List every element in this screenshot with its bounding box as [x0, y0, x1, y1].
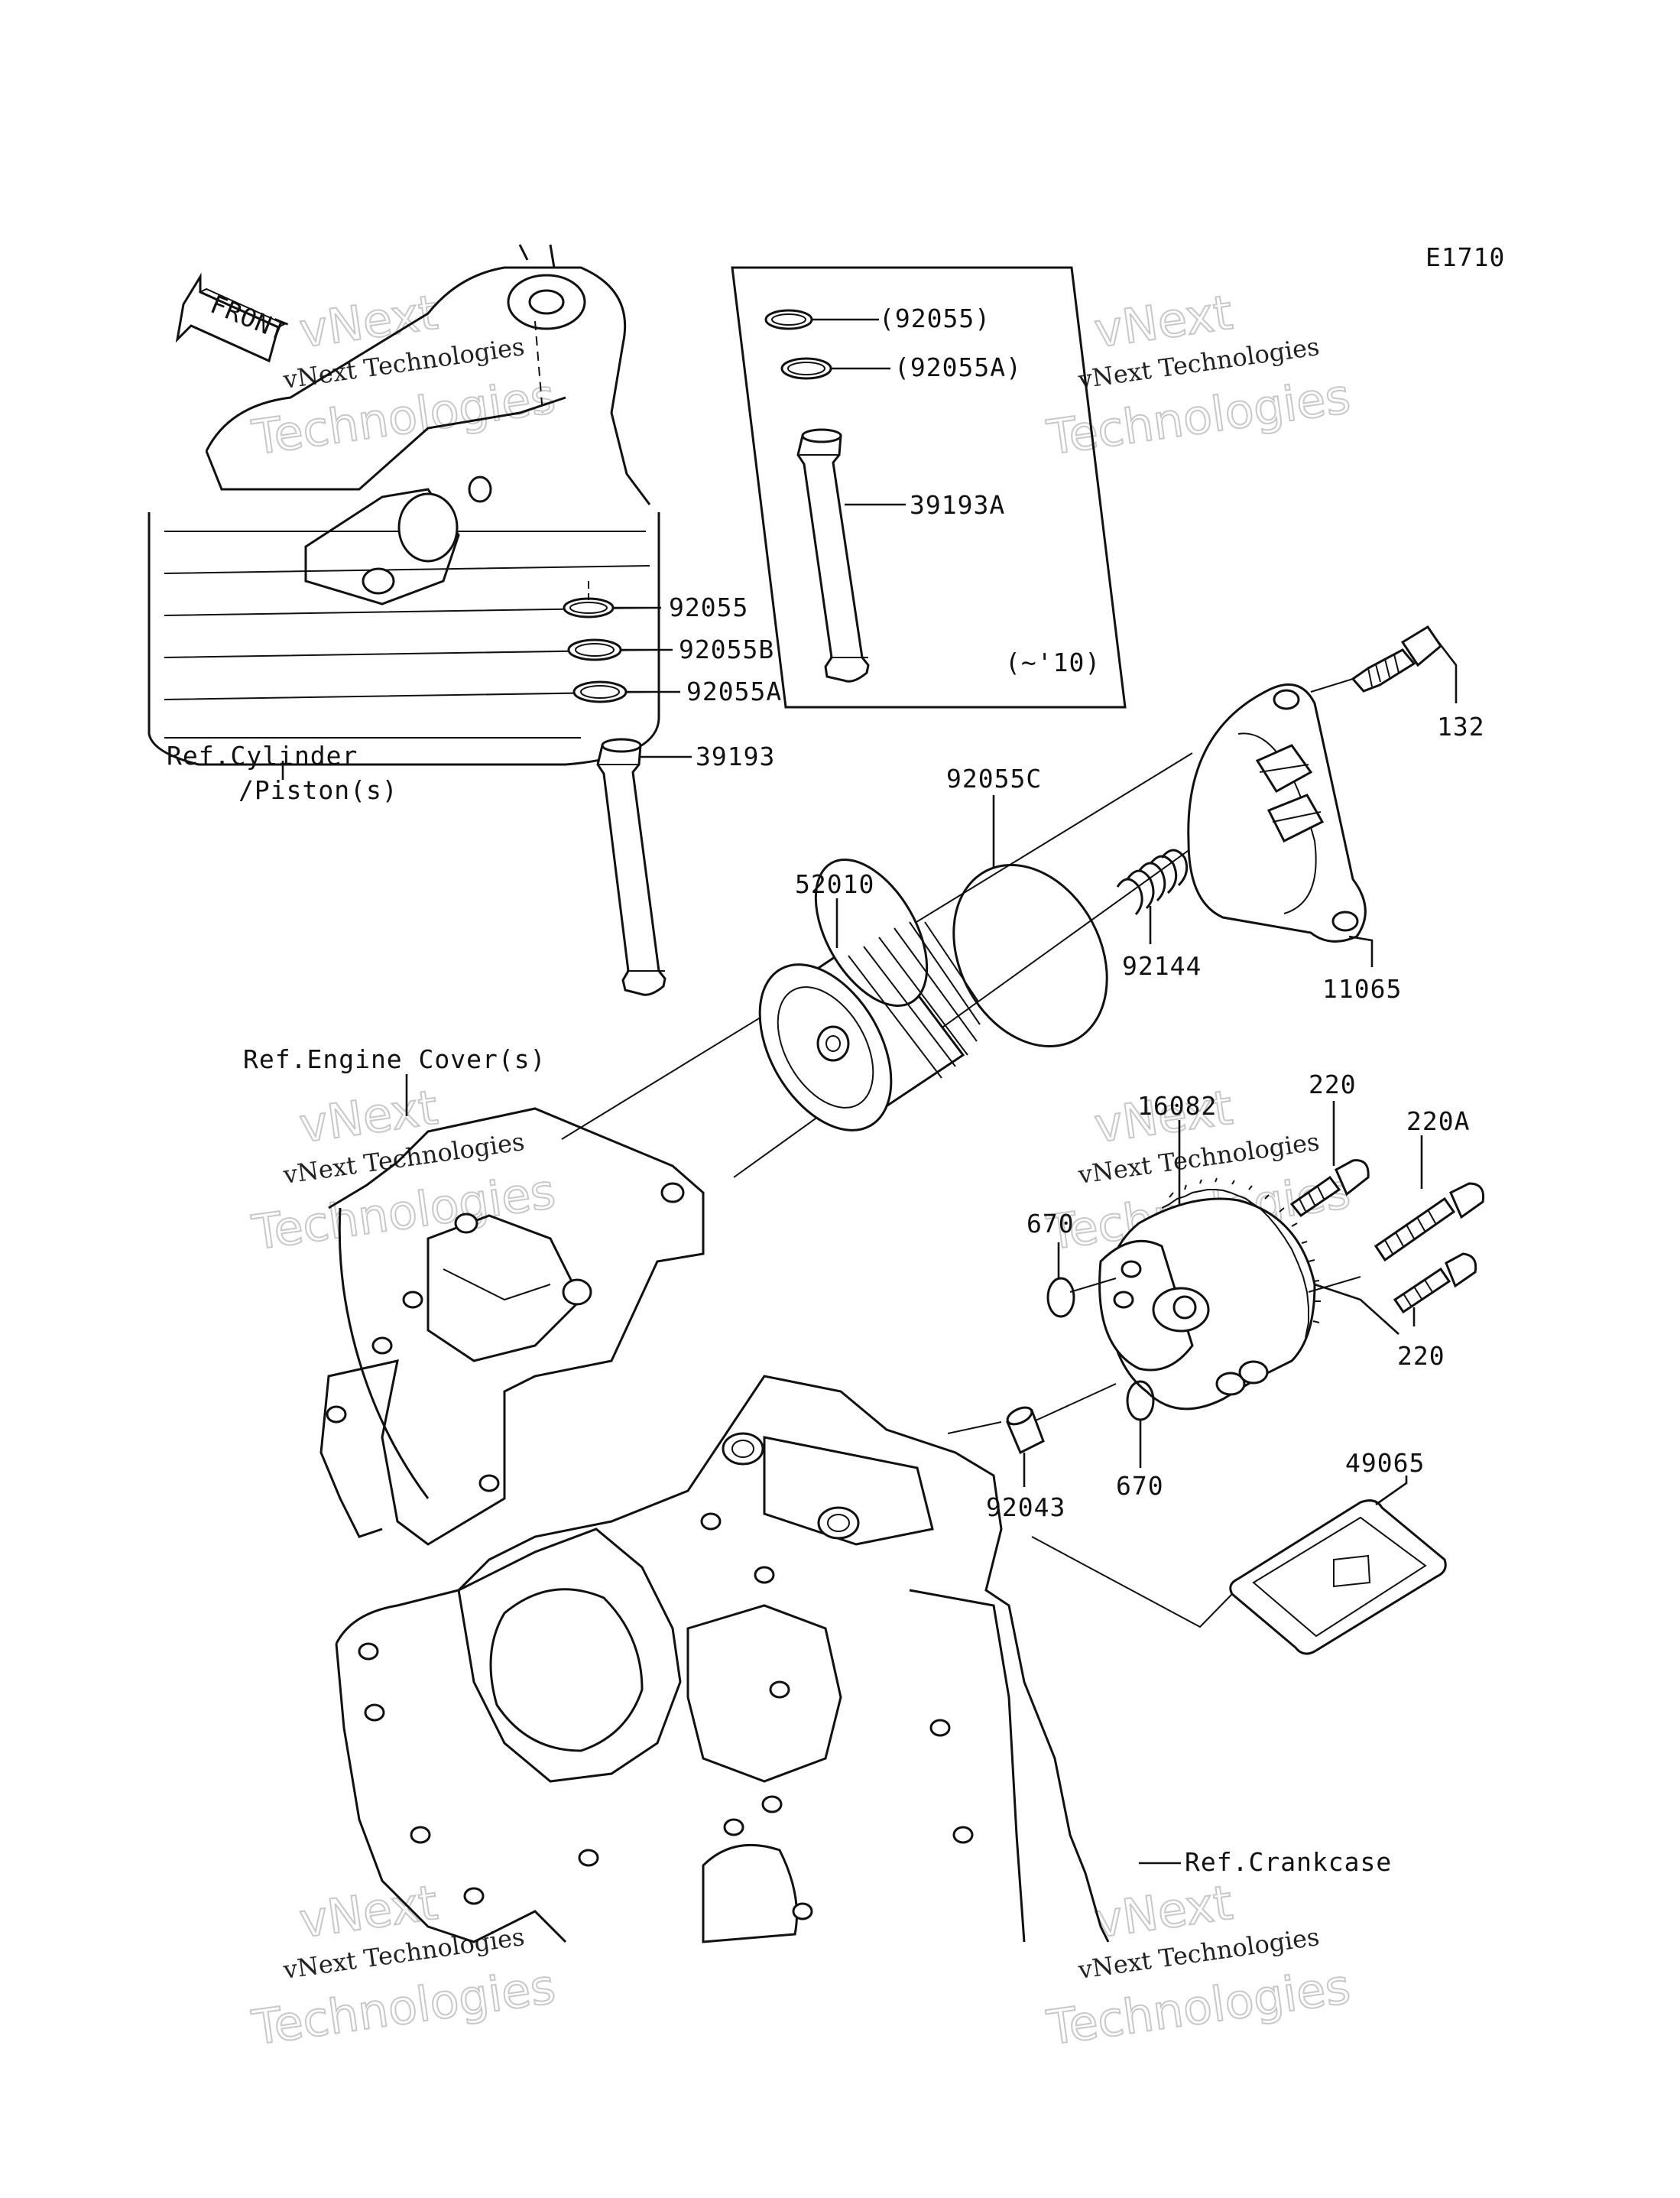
part-92055A: 92055A	[686, 677, 782, 706]
bolt-220-bottom	[1393, 1252, 1477, 1314]
ref-crankcase-label: Ref.Crankcase	[1185, 1847, 1392, 1877]
part-670-bottom: 670	[1116, 1471, 1164, 1501]
part-92055A-paren: (92055A)	[894, 352, 1022, 382]
part-16082: 16082	[1137, 1091, 1217, 1121]
oring-92055A	[572, 680, 628, 703]
part-220A: 220A	[1406, 1106, 1470, 1136]
inset-box: (92055) (92055A) 39193A (~'10)	[731, 266, 1127, 709]
part-92055: 92055	[669, 593, 748, 622]
pipe-39193	[596, 738, 666, 996]
oil-pump-16082	[1098, 1177, 1321, 1411]
part-92144: 92144	[1122, 951, 1202, 981]
part-670-top: 670	[1026, 1209, 1075, 1239]
screen-mesh	[1333, 1554, 1371, 1588]
part-220-bottom: 220	[1397, 1341, 1445, 1371]
part-220-top: 220	[1309, 1070, 1357, 1099]
oil-filter-52010	[758, 859, 981, 1131]
dowel-92043	[1006, 1406, 1045, 1455]
oring-92055C	[952, 863, 1108, 1048]
part-92055B: 92055B	[679, 635, 774, 664]
part-132: 132	[1437, 712, 1485, 742]
part-11065: 11065	[1322, 974, 1402, 1004]
screen-49065	[1229, 1499, 1447, 1655]
diagram-code: E1710	[1425, 242, 1505, 272]
note-to-10: (~'10)	[1005, 648, 1101, 677]
part-92055C: 92055C	[946, 764, 1042, 794]
watermark-bottom-left: vNext vNext Technologies Technologies	[248, 1874, 559, 2057]
engine-cover-illustration	[319, 1107, 705, 1546]
watermark-bottom-right: vNext vNext Technologies Technologies	[1043, 1874, 1354, 2057]
part-92055-paren: (92055)	[879, 304, 991, 333]
bolt-220-top	[1289, 1159, 1370, 1218]
spring-92144	[1116, 849, 1189, 915]
oring-92055	[563, 597, 615, 618]
cylinder-illustration	[148, 244, 660, 766]
ref-cylinder-label: Ref.Cylinder	[167, 741, 358, 771]
oring-92055B	[567, 638, 622, 661]
part-39193: 39193	[696, 742, 775, 771]
part-49065: 49065	[1345, 1448, 1425, 1478]
part-39193A: 39193A	[910, 490, 1005, 520]
bolt-132	[1351, 625, 1443, 693]
bolt-220A	[1374, 1182, 1485, 1262]
cover-11065	[1187, 683, 1367, 943]
watermark-top-right: vNext vNext Technologies Technologies	[1043, 284, 1354, 467]
ref-piston-label: /Piston(s)	[238, 775, 398, 805]
oring-670-top	[1046, 1277, 1075, 1318]
part-52010: 52010	[795, 869, 874, 899]
front-arrow-icon: FRONT	[175, 272, 291, 363]
ref-engine-cover-label: Ref.Engine Cover(s)	[243, 1044, 546, 1074]
crankcase-illustration	[335, 1375, 1110, 1943]
